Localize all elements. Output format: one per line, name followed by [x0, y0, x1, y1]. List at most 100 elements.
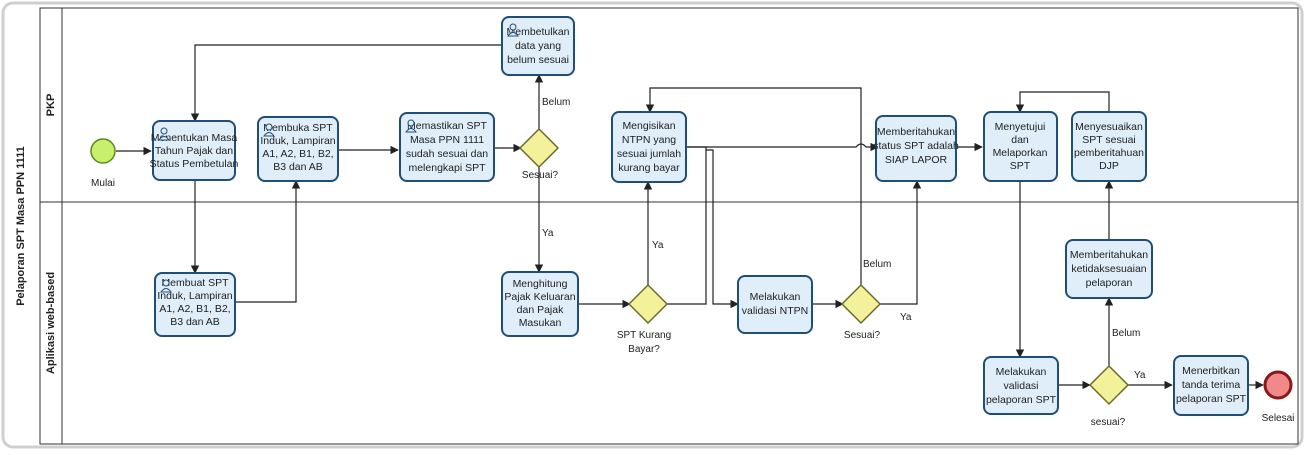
user-icon	[507, 23, 519, 37]
flow-t5-t1	[190, 44, 502, 122]
svg-text:data yang: data yang	[515, 40, 561, 52]
svg-text:SPT sesuai: SPT sesuai	[1082, 134, 1136, 146]
end-event	[1263, 370, 1293, 400]
svg-text:Masukan: Masukan	[519, 317, 562, 329]
svg-text:NTPN yang: NTPN yang	[622, 134, 676, 146]
svg-text:pelaporan: pelaporan	[1086, 277, 1133, 289]
svg-text:Menghitung: Menghitung	[513, 278, 568, 290]
task-t10: Menyetujui dan Melaporkan SPT	[983, 111, 1058, 182]
task-t7: Mengisikan NTPN yang sesuai jumlah kuran…	[611, 111, 687, 183]
svg-text:Membuat SPT: Membuat SPT	[161, 277, 229, 289]
svg-text:Status Pembetulan: Status Pembetulan	[150, 158, 239, 170]
flow-t11-t10	[1015, 91, 1110, 113]
end-event-label: Selesai	[1262, 413, 1295, 424]
svg-text:Tahun Pajak dan: Tahun Pajak dan	[155, 145, 233, 157]
task-t13: Melakukan validasi pelaporan SPT	[983, 356, 1059, 415]
task-t11: Menyesuaikan SPT sesuai pemberitahuan DJ…	[1071, 111, 1147, 182]
svg-text:melengkapi SPT: melengkapi SPT	[408, 162, 486, 174]
gateway-g4	[1088, 364, 1130, 406]
svg-text:status SPT adalah: status SPT adalah	[873, 140, 959, 152]
svg-text:belum sesuai: belum sesuai	[507, 54, 569, 66]
svg-text:B3 dan AB: B3 dan AB	[273, 161, 323, 173]
task-t1: Menentukan Masa Tahun Pajak dan Status P…	[150, 120, 239, 181]
flow-label-g4-no: Belum	[1112, 328, 1140, 339]
flow-g3-t7	[645, 87, 862, 285]
gateway-g1	[518, 127, 560, 169]
pool-title: Pelaporan SPT Masa PPN 1111	[15, 146, 27, 306]
svg-text:sudah sesuai dan: sudah sesuai dan	[406, 148, 488, 160]
task-t5: Membetulkan data yang belum sesuai	[501, 16, 575, 76]
user-icon	[405, 119, 417, 133]
flow-to-t8	[706, 149, 739, 309]
task-t9: Memberitahukan status SPT adalah SIAP LA…	[873, 115, 959, 182]
flow-g3-t9	[880, 180, 922, 305]
svg-text:Induk, Lampiran: Induk, Lampiran	[260, 135, 335, 147]
flow-label-g1-no: Belum	[542, 97, 570, 108]
svg-text:Masa PPN 1111: Masa PPN 1111	[410, 134, 484, 146]
svg-text:pelaporan SPT: pelaporan SPT	[986, 394, 1057, 406]
svg-text:Memastikan SPT: Memastikan SPT	[407, 120, 488, 132]
gateway-g3-label: Sesuai?	[844, 330, 881, 341]
svg-text:Menyesuaikan: Menyesuaikan	[1075, 121, 1143, 133]
flow-t2-t3	[235, 180, 301, 303]
gateway-g3	[840, 283, 882, 325]
svg-text:Membetulkan: Membetulkan	[506, 26, 569, 38]
task-t2: Membuat SPT Induk, Lampiran A1, A2, B1, …	[154, 272, 236, 337]
svg-text:SPT: SPT	[1010, 160, 1031, 172]
svg-text:A1, A2, B1, B2,: A1, A2, B1, B2,	[159, 303, 230, 315]
svg-text:Memberitahukan: Memberitahukan	[877, 126, 955, 138]
user-icon	[160, 279, 172, 293]
flow-label-g4-yes: Ya	[1134, 370, 1146, 381]
svg-text:validasi NTPN: validasi NTPN	[742, 305, 809, 317]
svg-text:Melakukan: Melakukan	[996, 366, 1047, 378]
start-event-label: Mulai	[91, 178, 115, 189]
flow-label-g2-yes: Ya	[652, 240, 664, 251]
task-t14: Menerbitkan tanda terima pelaporan SPT	[1173, 355, 1249, 416]
task-t8: Melakukan validasi NTPN	[737, 275, 813, 334]
svg-text:dan: dan	[1011, 134, 1029, 146]
gateway-g2-label-1: SPT Kurang	[617, 330, 671, 341]
svg-text:DJP: DJP	[1099, 160, 1119, 172]
svg-text:dan Pajak: dan Pajak	[517, 304, 564, 316]
flow-label-g3-no: Belum	[863, 259, 891, 270]
svg-text:Induk, Lampiran: Induk, Lampiran	[157, 290, 232, 302]
svg-text:pelaporan SPT: pelaporan SPT	[1176, 393, 1247, 405]
lane-title-pkp: PKP	[45, 94, 57, 117]
svg-text:validasi: validasi	[1003, 380, 1038, 392]
svg-text:Membuka SPT: Membuka SPT	[263, 122, 333, 134]
flow-t7-t9	[686, 142, 879, 152]
svg-text:Melaporkan: Melaporkan	[993, 147, 1048, 159]
svg-text:SIAP LAPOR: SIAP LAPOR	[885, 154, 948, 166]
user-icon	[158, 127, 170, 141]
svg-text:tanda terima: tanda terima	[1182, 379, 1241, 391]
task-t4: Memastikan SPT Masa PPN 1111 sudah sesua…	[399, 112, 495, 182]
svg-text:Mengisikan: Mengisikan	[622, 120, 675, 132]
pool-border	[39, 7, 1299, 445]
task-t6: Menghitung Pajak Keluaran dan Pajak Masu…	[501, 271, 579, 337]
svg-text:Melakukan: Melakukan	[750, 291, 801, 303]
user-icon	[263, 123, 275, 137]
flow-label-g1-yes: Ya	[542, 228, 554, 239]
start-event	[90, 138, 116, 164]
svg-text:Menentukan Masa: Menentukan Masa	[151, 132, 238, 144]
flow-label-g3-yes: Ya	[900, 312, 912, 323]
svg-text:Memberitahukan: Memberitahukan	[1070, 249, 1148, 261]
gateway-g4-label: sesuai?	[1091, 417, 1126, 428]
svg-text:A1, A2, B1, B2,: A1, A2, B1, B2,	[262, 148, 333, 160]
svg-text:kurang bayar: kurang bayar	[618, 162, 680, 174]
svg-text:Pajak Keluaran: Pajak Keluaran	[504, 291, 575, 303]
svg-text:sesuai jumlah: sesuai jumlah	[617, 148, 681, 160]
task-t3: Membuka SPT Induk, Lampiran A1, A2, B1, …	[257, 116, 339, 182]
gateway-g1-label: Sesuai?	[522, 170, 559, 181]
gateway-g2-label-2: Bayar?	[628, 344, 660, 355]
svg-text:ketidaksesuaian: ketidaksesuaian	[1071, 263, 1146, 275]
svg-text:B3 dan AB: B3 dan AB	[170, 316, 220, 328]
svg-text:pemberitahuan: pemberitahuan	[1074, 147, 1144, 159]
svg-text:Menerbitkan: Menerbitkan	[1182, 365, 1240, 377]
svg-text:Menyetujui: Menyetujui	[995, 121, 1046, 133]
gateway-g2	[627, 283, 669, 325]
user-icons	[158, 23, 519, 293]
